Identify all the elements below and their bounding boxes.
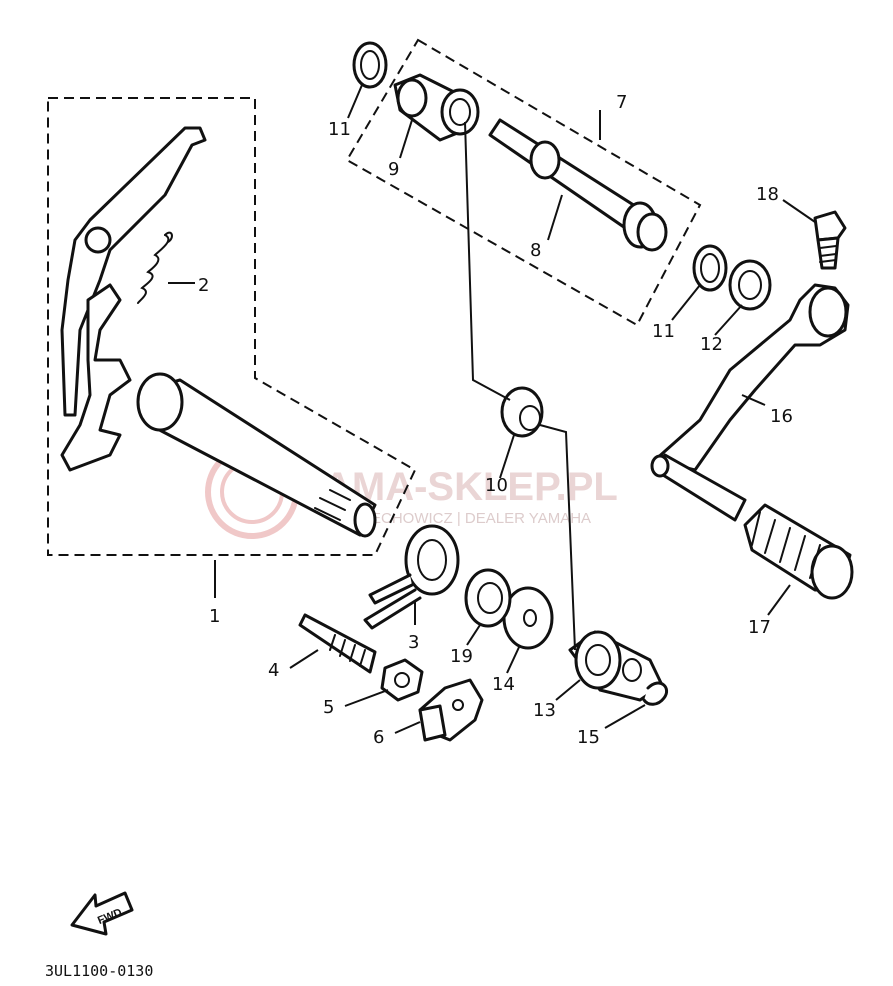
diagram-code: 3UL1100-0130 xyxy=(45,962,153,980)
watermark-tagline: CIECHOWICZ | DEALER YAMAHA xyxy=(356,510,591,527)
callout-4: 4 xyxy=(268,660,279,681)
callout-16: 16 xyxy=(770,406,793,427)
callout-labels: 2 1 3 4 5 6 7 8 9 10 11 11 12 13 14 15 1… xyxy=(198,92,793,748)
shift-pedal xyxy=(650,283,850,522)
shift-shaft-assembly xyxy=(60,126,377,538)
circlip xyxy=(642,681,669,706)
callout-5: 5 xyxy=(323,697,334,718)
callout-1: 1 xyxy=(209,606,220,627)
callout-12: 12 xyxy=(700,334,723,355)
callout-3: 3 xyxy=(408,632,419,653)
callout-17: 17 xyxy=(748,617,771,638)
oil-seal-19 xyxy=(464,568,512,628)
callout-10: 10 xyxy=(485,475,508,496)
callout-11-right: 11 xyxy=(652,321,675,342)
callout-2: 2 xyxy=(198,275,209,296)
pinch-bolt xyxy=(813,210,847,270)
shift-shaft-assembly-box xyxy=(47,97,417,556)
shift-shaft-group-7-box xyxy=(345,38,702,327)
plain-washer xyxy=(502,586,554,650)
callout-9: 9 xyxy=(388,159,399,180)
shaft-group xyxy=(488,118,668,252)
return-spring xyxy=(137,231,173,304)
callout-8: 8 xyxy=(530,240,541,261)
bushing xyxy=(500,386,544,438)
pedal-rubber xyxy=(743,503,854,600)
stud-bolt xyxy=(298,613,377,674)
callout-14: 14 xyxy=(492,674,515,695)
nut xyxy=(380,658,424,702)
shift-lever-link xyxy=(568,630,664,702)
callout-6: 6 xyxy=(373,727,384,748)
fwd-arrow-icon: FWD xyxy=(70,891,134,936)
callout-7: 7 xyxy=(616,92,627,113)
washer-top xyxy=(352,41,388,89)
collar-bushing xyxy=(393,73,480,142)
callout-11-top: 11 xyxy=(328,119,351,140)
callout-15: 15 xyxy=(577,727,600,748)
washer-right xyxy=(692,244,728,292)
oil-seal-12 xyxy=(728,259,772,311)
torsion-spring xyxy=(363,524,460,630)
callout-18: 18 xyxy=(756,184,779,205)
callout-13: 13 xyxy=(533,700,556,721)
leader-lines xyxy=(168,84,816,734)
callout-19: 19 xyxy=(450,646,473,667)
stopper-plate xyxy=(418,678,484,742)
